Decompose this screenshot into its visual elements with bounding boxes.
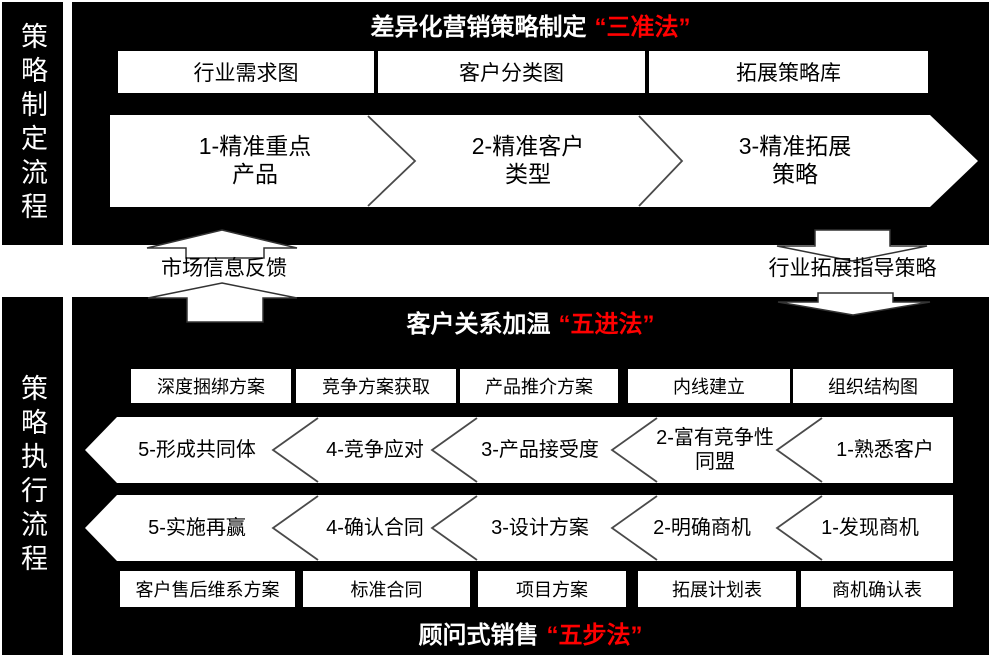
bottom-panel-title-highlight: “五进法” [558,310,655,338]
step-design-plan: 3-设计方案 [491,517,589,539]
step-form-community: 5-形成共同体 [138,439,256,461]
box-expansion-schedule: 拓展计划表 [638,571,796,607]
step-confirm-contract: 4-确认合同 [326,517,424,539]
box-organization-chart: 组织结构图 [793,369,953,403]
footer-title-highlight: “五步法” [546,621,643,649]
box-industry-demand-map: 行业需求图 [118,51,374,93]
box-insider-establishment: 内线建立 [628,369,790,403]
step-competitive-alliance: 2-富有竞争性 同盟 [656,427,774,473]
box-deep-bundling-plan: 深度捆绑方案 [131,369,291,403]
step-precise-key-products: 1-精准重点 产品 [198,133,312,187]
top-panel-title-text: 差异化营销策略制定 [370,13,587,41]
box-opportunity-confirmation: 商机确认表 [801,571,953,607]
step-clarify-opportunity: 2-明确商机 [653,517,751,539]
rail-strategy-execution: 策略执行流程 [2,297,63,655]
top-panel-title-highlight: “三准法” [594,13,691,41]
box-standard-contract: 标准合同 [303,571,470,607]
rail-strategy-execution-label: 策略执行流程 [17,374,47,578]
step-precise-customer-types: 2-精准客户 类型 [471,133,585,187]
bottom-panel-title-text: 客户关系加温 [406,310,551,338]
step-implement-win-again: 5-实施再赢 [148,517,246,539]
rail-strategy-formulation: 策略制定流程 [2,2,63,245]
rail-strategy-formulation-label: 策略制定流程 [17,21,47,226]
bottom-panel-title: 客户关系加温 “五进法” [72,303,989,339]
step-know-customer: 1-熟悉客户 [836,439,934,461]
box-expansion-strategy-library: 拓展策略库 [649,51,928,93]
footer-title-text: 顾问式销售 [418,621,539,649]
step-discover-opportunity: 1-发现商机 [821,517,919,539]
box-project-plan: 项目方案 [478,571,626,607]
box-customer-classification-map: 客户分类图 [378,51,645,93]
footer-title: 顾问式销售 “五步法” [72,614,989,650]
box-competitor-plan-acquisition: 竞争方案获取 [296,369,456,403]
step-competition-response: 4-竞争应对 [326,439,424,461]
market-feedback-label: 市场信息反馈 [161,257,287,280]
box-aftersales-retention-plan: 客户售后维系方案 [120,571,295,607]
step-product-acceptance: 3-产品接受度 [481,439,599,461]
step-precise-expansion-strategy: 3-精准拓展 策略 [738,133,852,187]
top-panel-title: 差异化营销策略制定 “三准法” [72,8,989,41]
box-product-promotion-plan: 产品推介方案 [460,369,618,403]
industry-guidance-label: 行业拓展指导策略 [768,257,937,280]
